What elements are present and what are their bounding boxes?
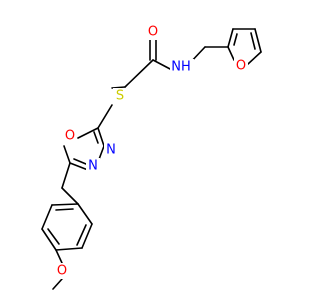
atom-labels: O NH O S O N N O [55, 24, 248, 279]
methoxy-oxygen-label: O [57, 264, 67, 279]
carbonyl-oxygen-atom: O [146, 24, 160, 40]
bond-benzene-4-inner [47, 228, 60, 245]
ring-nitrogen-label-1: N [106, 143, 116, 158]
bond-furan-c5-c4-inner [250, 32, 256, 50]
bond-furan-o-c5 [247, 51, 262, 65]
bond-benzene-2 [81, 223, 93, 249]
furan-oxygen-label: O [236, 59, 246, 74]
bond-benzene-2-inner [76, 224, 87, 246]
ring-nitrogen-atom-2: N [86, 158, 100, 174]
bond-oxadiazole-o-c5 [63, 145, 71, 164]
bond-furan-c3-c2 [227, 28, 234, 48]
bond-oxadiazole-c5-n4 [69, 162, 89, 171]
bond-benzene-6-inner [55, 208, 74, 211]
bond-benzene-1 [77, 203, 93, 225]
bond-benzene-4 [41, 228, 57, 251]
bond-oxadiazole-c5-n4-inner [73, 158, 87, 165]
bond-ch2-sulfur [111, 86, 126, 89]
bond-carbonyl-nitrogen [152, 59, 173, 71]
bond-ring-ch2 [61, 162, 71, 189]
amide-nitrogen-atom: NH [170, 59, 194, 75]
bond-furan-c2-o [227, 46, 235, 61]
oxadiazole-oxygen-label: O [65, 129, 75, 144]
thioether-sulfur-label: S [116, 89, 124, 104]
carbonyl-oxygen-label: O [148, 25, 158, 40]
bond-benzene-6 [51, 203, 79, 206]
bond-furan-c5-c4 [254, 28, 262, 53]
bond-benzene-5 [41, 204, 53, 230]
bond-ch2-phenyl [61, 187, 79, 205]
bond-sulfur-ring [97, 104, 113, 129]
thioether-sulfur-atom: S [113, 88, 127, 104]
furan-oxygen-atom: O [234, 58, 248, 74]
bond-oxygen-methyl [52, 278, 63, 290]
molecule-structure: O NH O S O N N O [41, 24, 262, 290]
bond-carbonyl-ch2 [124, 59, 154, 88]
amide-nitrogen-label: NH [171, 60, 191, 75]
ring-nitrogen-atom-1: N [104, 142, 118, 158]
oxadiazole-oxygen-atom: O [63, 128, 77, 144]
ring-nitrogen-label-2: N [88, 159, 98, 174]
methoxy-oxygen-atom: O [55, 263, 69, 279]
bond-aryl-oxygen [55, 249, 63, 264]
bond-oxadiazole-n3-c2 [97, 127, 105, 147]
bond-furan-c3-c2-inner [233, 33, 238, 46]
bond-oxadiazole-n3-c2-inner [93, 131, 99, 144]
bond-oxadiazole-c2-o [77, 127, 99, 139]
bonds [41, 28, 262, 290]
bond-benzene-3 [55, 247, 83, 251]
